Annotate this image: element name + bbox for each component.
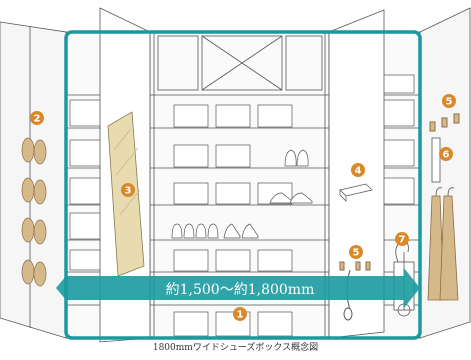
marker-circle-3 bbox=[121, 183, 135, 197]
marker-circle-5 bbox=[442, 94, 456, 108]
marker-circle-1 bbox=[233, 307, 247, 321]
dimension-label: 約1,500〜約1,800mm bbox=[166, 282, 315, 298]
marker-label-6: 6 bbox=[443, 150, 450, 161]
hooks-upper bbox=[429, 113, 460, 132]
marker-label-3: 3 bbox=[125, 186, 132, 197]
marker-group: 1 2 3 4 5 5 6 7 bbox=[30, 94, 456, 321]
marker-label-2: 2 bbox=[34, 114, 41, 125]
marker-label-1: 1 bbox=[237, 310, 244, 321]
marker-circle-6 bbox=[439, 147, 453, 161]
marker-label-7: 7 bbox=[399, 235, 406, 246]
marker-label-5: 5 bbox=[353, 248, 360, 259]
dimension-frame bbox=[64, 30, 422, 340]
marker-label-4: 4 bbox=[355, 166, 362, 177]
slippers bbox=[21, 137, 47, 287]
caption: 1800mmワイドシューズボックス概念図 bbox=[152, 343, 319, 353]
marker-circle-2 bbox=[30, 111, 44, 125]
width-arrow bbox=[56, 268, 420, 308]
marker-circle-7 bbox=[395, 232, 409, 246]
marker-circle-4 bbox=[351, 163, 365, 177]
small-tray bbox=[339, 183, 373, 202]
marker-label-5: 5 bbox=[446, 97, 453, 108]
left-door bbox=[0, 21, 67, 339]
hooks-middle bbox=[339, 261, 371, 321]
marker-circle-5 bbox=[349, 245, 363, 259]
umbrellas bbox=[427, 137, 459, 301]
shoes bbox=[171, 149, 313, 239]
